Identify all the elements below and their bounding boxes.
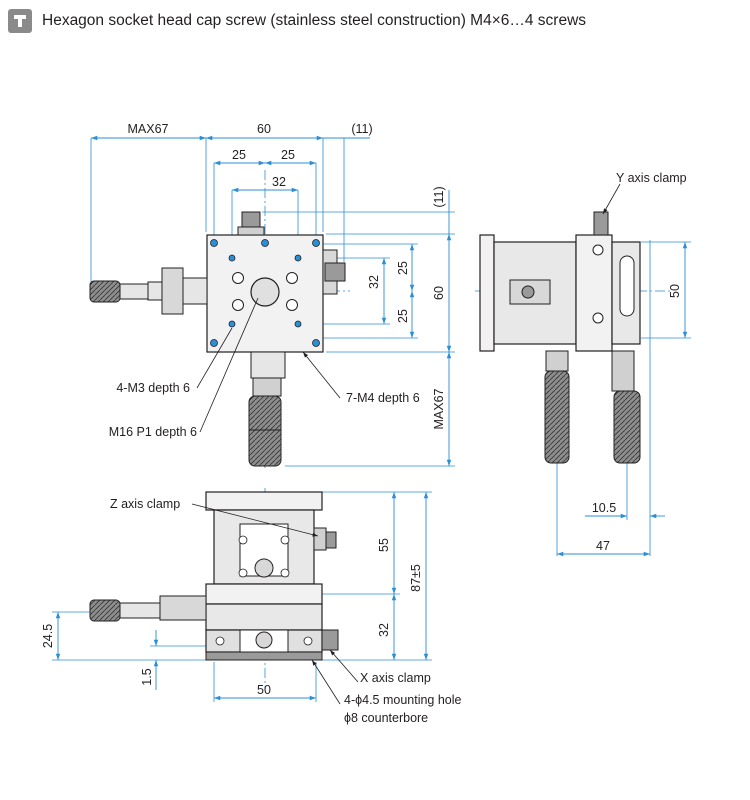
dim-right-32: 32 [367, 275, 381, 289]
header-text: Hexagon socket head cap screw (stainless… [42, 12, 587, 29]
dim-front-50: 50 [257, 683, 271, 697]
front-view: 55 32 87±5 24.5 1.5 50 [41, 488, 462, 725]
dim-top-32: 32 [272, 175, 286, 189]
label-y-axis-clamp: Y axis clamp [616, 171, 687, 185]
label-m3-tapped-holes: 4-M3 depth 6 [116, 381, 190, 395]
dim-top-11: (11) [351, 122, 372, 136]
dim-top-25b: 25 [281, 148, 295, 162]
dim-top-max67: MAX67 [128, 122, 169, 136]
dim-right-25a: 25 [396, 261, 410, 275]
label-m4-tapped-holes: 7-M4 depth 6 [346, 391, 420, 405]
header: Hexagon socket head cap screw (stainless… [8, 8, 586, 34]
dim-front-55: 55 [377, 538, 391, 552]
dim-side-10-5: 10.5 [592, 501, 616, 515]
dim-front-1-5: 1.5 [140, 668, 154, 685]
label-z-axis-clamp: Z axis clamp [110, 497, 180, 511]
label-counterbore: ϕ8 counterbore [344, 711, 428, 725]
dim-right-11: (11) [432, 186, 446, 207]
dim-top-60: 60 [257, 122, 271, 136]
dim-front-32: 32 [377, 623, 391, 637]
label-x-axis-clamp: X axis clamp [360, 671, 431, 685]
dim-top-25a: 25 [232, 148, 246, 162]
dim-right-60: 60 [432, 286, 446, 300]
screw-icon [8, 9, 32, 33]
label-mounting-hole: 4-ϕ4.5 mounting hole [344, 693, 462, 707]
dim-right-25b: 25 [396, 309, 410, 323]
label-m16-hole: M16 P1 depth 6 [109, 425, 197, 439]
dim-front-87: 87±5 [409, 564, 423, 592]
dim-side-47: 47 [596, 539, 610, 553]
top-view: MAX67 60 (11) 25 25 32 (11) 60 MAX67 25 … [89, 122, 455, 470]
dim-right-max67: MAX67 [432, 388, 446, 429]
side-view: 50 10.5 47 Y axis clamp [475, 171, 691, 557]
dim-side-50: 50 [668, 284, 682, 298]
dim-front-24-5: 24.5 [41, 624, 55, 648]
